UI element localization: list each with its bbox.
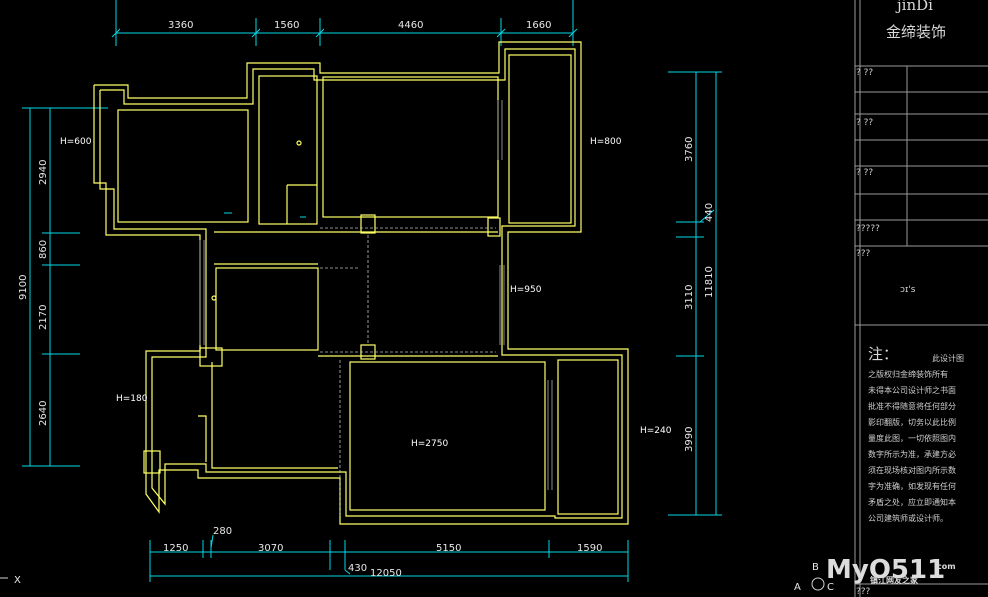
- dim-right-2: 440: [704, 203, 715, 222]
- dim-top-4: 1660: [526, 20, 551, 31]
- balcony-bottom: [557, 359, 619, 515]
- note-label: 注：: [868, 345, 898, 363]
- note-line-7: 数字所示为准，承建方必: [868, 449, 956, 459]
- bath-room: [258, 75, 318, 225]
- note-line-10: 矛盾之处，应立即通知本: [868, 497, 956, 507]
- dim-left-3: 2170: [38, 305, 49, 330]
- floor-plan: [93, 41, 629, 525]
- dim-bottom-4: 5150: [436, 543, 461, 554]
- dim-bottom-1: 1250: [163, 543, 188, 554]
- dim-top-1: 3360: [168, 20, 193, 31]
- note-line-8: 须在现场核对图内所示数: [868, 465, 956, 475]
- dim-right-3: 3110: [684, 285, 695, 310]
- note-line-4: 批准不得随意将任何部分: [868, 401, 956, 411]
- watermark-text: MyO511: [826, 555, 945, 585]
- label-h180: H=180: [116, 394, 148, 404]
- master-bedroom: [322, 76, 499, 218]
- watermark: MyO511 .com 镇江网友之家: [826, 555, 956, 585]
- dim-left-2: 860: [38, 240, 49, 259]
- kitchen: [215, 267, 319, 351]
- note-lines: 此设计图 之版权归金缔装饰所有 未得本公司设计师之书面 批准不得随意将任何部分 …: [868, 353, 964, 523]
- watermark-suffix: .com: [934, 562, 956, 571]
- living-room: [349, 361, 546, 511]
- label-h240: H=240: [640, 426, 672, 436]
- note-line-5: 影印翻版，切务以此比例: [868, 417, 956, 427]
- top-dimension-chain: 3360 1560 4460 1660: [111, 0, 578, 46]
- dim-bottom-6: 430: [348, 563, 367, 574]
- dim-right-1: 3760: [684, 137, 695, 162]
- ucs-icon: X: [0, 575, 21, 586]
- dim-left-4: 2640: [38, 401, 49, 426]
- marker-c: C: [827, 582, 834, 593]
- dim-bottom-3: 3070: [258, 543, 283, 554]
- dim-bottom-5: 1590: [577, 543, 602, 554]
- bottom-dimension-chain: 1250 280 3070 5150 1590 430 12050: [149, 526, 629, 582]
- row-2: ? ??: [856, 118, 873, 128]
- dim-left-1: 2940: [38, 160, 49, 185]
- ucs-x-label: X: [14, 575, 21, 586]
- brand-latin: jinDi: [895, 0, 933, 14]
- view-markers: B A C: [794, 562, 834, 593]
- row-5: ???: [856, 249, 871, 259]
- balcony-top: [508, 54, 572, 224]
- label-h800: H=800: [590, 137, 622, 147]
- dim-right-total: 11810: [704, 266, 715, 298]
- inner-wall: [99, 48, 623, 519]
- dim-left-total: 9100: [18, 275, 29, 300]
- note-line-6: 量度此图，一切依照图内: [868, 433, 956, 443]
- dim-bottom-2: 280: [213, 526, 232, 537]
- row-1: ? ??: [856, 68, 873, 78]
- left-room: [117, 109, 249, 223]
- row-4: ?????: [856, 224, 880, 234]
- note-line-9: 字为准确，如发现有任何: [868, 481, 956, 491]
- brand-cn: 金缔装饰: [886, 23, 946, 41]
- bottom-cell: ???: [856, 587, 871, 597]
- note-line-2: 之版权归金缔装饰所有: [868, 369, 948, 379]
- dim-top-3: 4460: [398, 20, 423, 31]
- label-h2750: H=2750: [411, 439, 448, 449]
- label-h600: H=600: [60, 137, 92, 147]
- row-3: ? ??: [856, 168, 873, 178]
- watermark-sub: 镇江网友之家: [870, 575, 919, 585]
- marker-b: B: [812, 562, 819, 573]
- note-line-11: 公司建筑师或设计师。: [868, 513, 948, 523]
- dim-top-2: 1560: [274, 20, 299, 31]
- note-line-3: 未得本公司设计师之书面: [868, 385, 956, 395]
- label-h950: H=950: [510, 285, 542, 295]
- marker-a: A: [794, 582, 801, 593]
- logo-text: ɔɪ's: [900, 285, 916, 295]
- dim-right-4: 3990: [684, 427, 695, 452]
- note-line-1: 此设计图: [932, 353, 964, 363]
- dim-bottom-total: 12050: [370, 568, 402, 579]
- title-block: jinDi 金缔装饰 ? ?? ? ?? ? ?? ????? ??? ɔɪ's…: [854, 0, 988, 597]
- right-dimension-chain: 3760 440 3110 3990 11810: [668, 71, 722, 516]
- room-labels: H=600 H=800 H=950 H=180 H=2750 H=240: [60, 137, 672, 449]
